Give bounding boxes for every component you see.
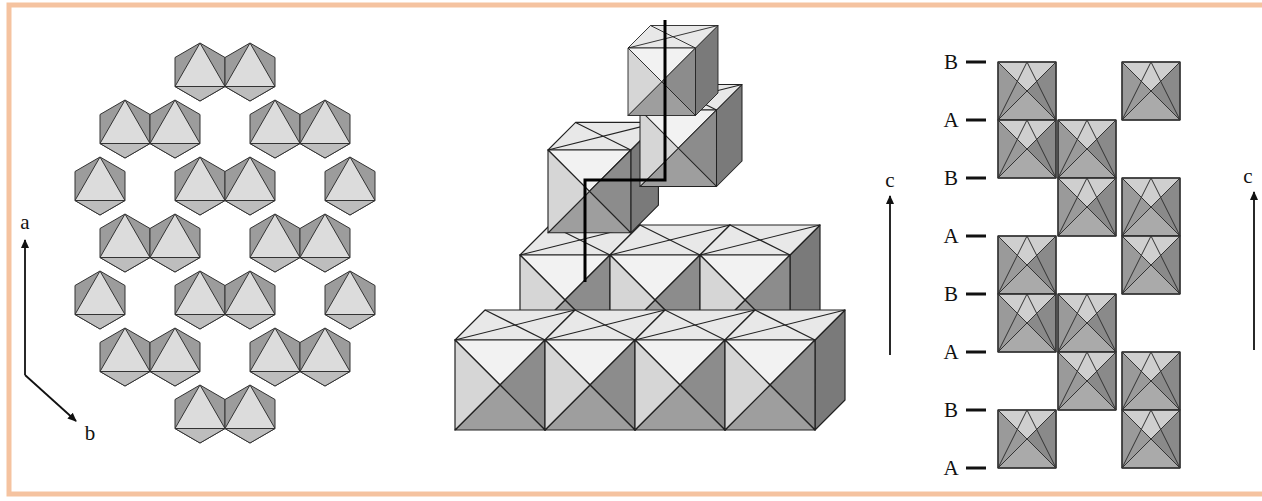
layer-label: B — [944, 400, 958, 421]
layer-label: A — [943, 458, 958, 479]
chain-line — [585, 20, 665, 282]
axis-label: b — [85, 423, 96, 444]
axis-arrow — [1253, 192, 1255, 350]
axis-label: c — [1243, 166, 1252, 187]
layer-label: A — [943, 226, 958, 247]
octahedral-sheet — [75, 43, 375, 443]
layer-label: A — [943, 342, 958, 363]
layer-label: A — [943, 110, 958, 131]
axis-label: c — [885, 170, 894, 191]
axis-arrow — [889, 196, 891, 355]
layer-label: B — [944, 168, 958, 189]
axis-label: a — [20, 212, 29, 233]
layer-ticks — [966, 62, 986, 468]
layer-label: B — [944, 284, 958, 305]
axis-arrows — [25, 240, 76, 421]
layer-label: B — [944, 52, 958, 73]
stacking-column — [998, 62, 1180, 468]
frame-border — [9, 5, 1262, 494]
octahedra-stack — [455, 26, 845, 431]
